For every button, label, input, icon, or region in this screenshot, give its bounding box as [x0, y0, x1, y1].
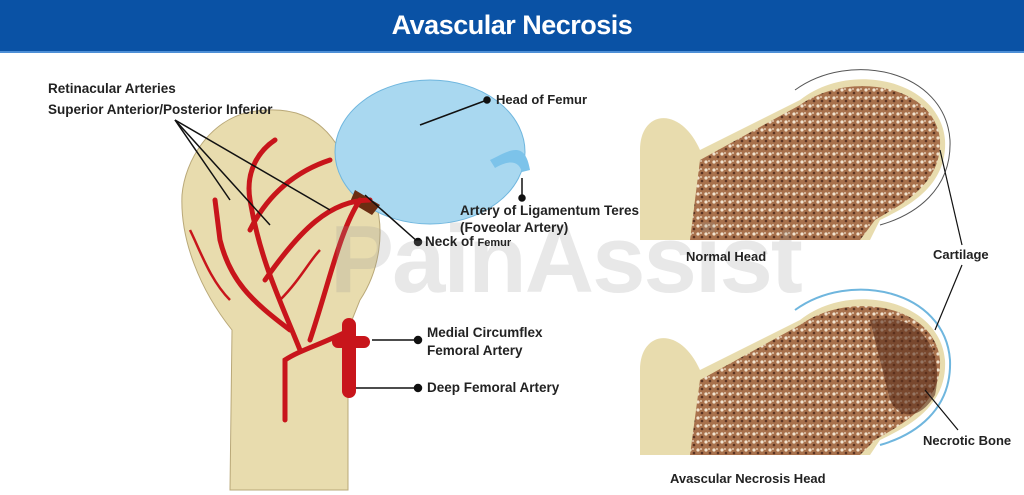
title-bar: Avascular Necrosis	[0, 0, 1024, 53]
avn-head-illustration	[640, 288, 952, 455]
label-retinacular-subtitle: Superior Anterior/Posterior Inferior	[48, 102, 273, 117]
label-necrotic-bone: Necrotic Bone	[923, 433, 1012, 448]
label-medial-circumflex: Medial Circumflex	[427, 325, 543, 340]
deep-femoral-artery	[342, 318, 356, 398]
label-femoral-artery: Femoral Artery	[427, 343, 523, 358]
label-neck-of-femur: Neck of Femur	[425, 233, 511, 252]
label-head-of-femur: Head of Femur	[496, 92, 588, 107]
label-cartilage: Cartilage	[933, 247, 989, 262]
label-normal-head: Normal Head	[686, 249, 767, 264]
arteries	[212, 137, 373, 423]
ligamentum-teres	[490, 150, 530, 172]
watermark: PainAssist	[330, 206, 803, 313]
femur-text: Femur	[477, 237, 512, 249]
normal-head-illustration	[640, 69, 951, 240]
label-foveolar-artery: (Foveolar Artery)	[460, 220, 569, 235]
label-deep-femoral-artery: Deep Femoral Artery	[427, 380, 560, 395]
label-ligamentum-teres: Artery of Ligamentum Teres	[460, 203, 640, 218]
label-avn-head: Avascular Necrosis Head	[670, 471, 826, 486]
neck-of-text: Neck of	[425, 234, 474, 249]
medial-circumflex-artery	[332, 336, 370, 348]
femoral-head	[334, 79, 526, 225]
label-retinacular-arteries: Retinacular Arteries	[48, 81, 176, 96]
title: Avascular Necrosis	[391, 10, 633, 40]
